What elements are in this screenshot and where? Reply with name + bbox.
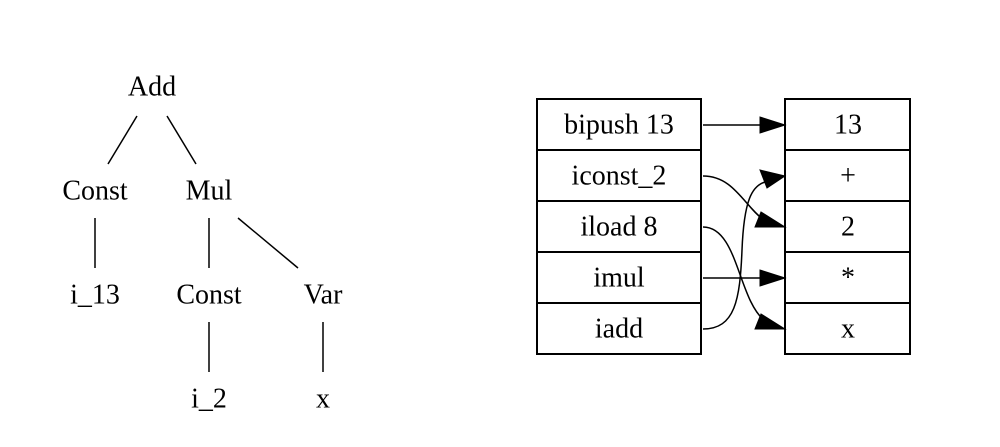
stack-item: x <box>841 314 855 345</box>
tree-edges <box>94 115 324 372</box>
bytecode-instruction: imul <box>593 263 645 294</box>
stack-cell <box>784 302 911 355</box>
tree-nodes: Add Const Mul i_13 Const Var i_2 x <box>62 72 343 415</box>
tree-node-i13: i_13 <box>70 280 120 311</box>
mapping-arrow <box>702 175 766 222</box>
stack-item: 2 <box>841 212 855 243</box>
bytecode-instruction: iconst_2 <box>572 161 667 192</box>
mapping-arrows <box>702 116 787 330</box>
stack-cell <box>784 149 911 202</box>
bytecode-cell <box>536 200 702 253</box>
bytecode-cell <box>536 251 702 304</box>
stack-cell <box>784 200 911 253</box>
stack-cell <box>784 251 911 304</box>
tree-node-const: Const <box>62 176 128 207</box>
tree-edge-add-const <box>107 115 138 165</box>
tree-node-x: x <box>316 384 330 415</box>
stack-item: + <box>840 161 856 192</box>
stack-table: 13 + 2 * x <box>784 98 911 355</box>
stack-item: * <box>841 263 855 294</box>
arrowhead <box>754 313 787 330</box>
tree-node-add: Add <box>128 72 176 103</box>
bytecode-table: bipush 13 iconst_2 iload 8 imul iadd <box>536 98 702 355</box>
bytecode-instruction: iadd <box>595 314 643 345</box>
tree-edge-mul-var <box>237 217 299 269</box>
tree-node-const-2: Const <box>176 280 242 311</box>
mapping-arrow <box>702 181 766 330</box>
bytecode-instruction: iload 8 <box>581 212 658 243</box>
bytecode-cell <box>536 302 702 355</box>
mapping-arrow <box>702 226 766 322</box>
tree-node-var: Var <box>304 280 344 311</box>
tree-node-mul: Mul <box>186 176 233 207</box>
bytecode-cell <box>536 98 702 151</box>
tree-edge-add-mul <box>166 115 197 165</box>
arrowhead <box>759 269 787 287</box>
stack-item: 13 <box>834 110 862 141</box>
tree-node-i2: i_2 <box>191 384 227 415</box>
arrowhead <box>759 116 787 134</box>
bytecode-instruction: bipush 13 <box>564 110 674 141</box>
arrowhead <box>759 169 787 189</box>
arrowhead <box>754 211 787 228</box>
